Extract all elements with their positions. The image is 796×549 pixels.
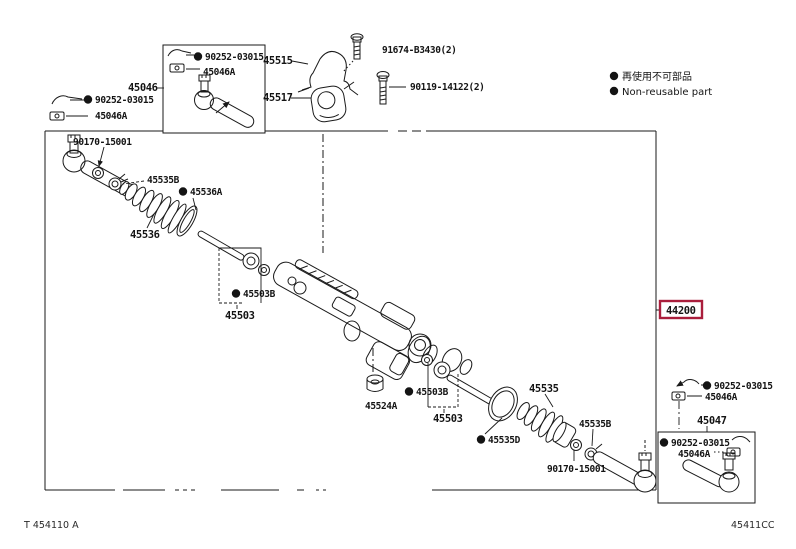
part-labels-layer: 90252-0301545046A4504690252-0301545046A4… — [73, 45, 774, 475]
non-reusable-bullet — [178, 187, 188, 196]
part-label-cotter-pin-box2: 90252-03015 — [671, 438, 730, 449]
legend: 再使用不可部品 Non-reusable part — [609, 70, 712, 98]
non-reusable-bullet — [702, 381, 712, 390]
legend-jp: 再使用不可部品 — [622, 70, 692, 83]
tie-rod-end-drawing — [682, 452, 740, 493]
part-label-bracket-grommet: 45517 — [263, 92, 293, 104]
part-label-clip-left: 45536A — [190, 187, 223, 198]
steering-boot-right-drawing — [516, 401, 577, 448]
part-label-boot-left: 45536 — [130, 229, 160, 241]
castle-nut-icon — [671, 391, 702, 401]
non-reusable-bullet — [476, 435, 486, 444]
part-label-clamp-right-inner: 45535D — [488, 435, 521, 446]
cotter-pin-icon — [676, 379, 706, 387]
part-label-bolt-with-washer: 91674-B3430(2) — [382, 45, 456, 56]
bolt-drawing-91674 — [342, 33, 364, 73]
footer-drawing-code-left: T 454110 A — [23, 520, 79, 531]
tie-rod-end-drawing — [592, 440, 657, 493]
non-reusable-bullet — [659, 438, 669, 447]
cotter-pin-icon — [731, 436, 751, 443]
non-reusable-bullet — [404, 387, 414, 396]
cotter-pin-icon — [167, 49, 194, 57]
part-label-bolt: 90119-14122(2) — [410, 82, 484, 93]
highlighted-part-number[interactable]: 44200 — [666, 305, 696, 317]
part-label-tie-rod-end-rh: 45047 — [697, 415, 727, 427]
part-label-castle-nut-top-left: 45046A — [95, 111, 128, 122]
mounting-bracket-drawing — [291, 51, 359, 96]
subassy-box-45047 — [657, 431, 756, 504]
nut-drawing-left — [92, 167, 104, 179]
part-label-rack-end-left: 45503 — [225, 310, 255, 322]
part-label-rack-end-right: 45503 — [433, 413, 463, 425]
part-label-cotter-pin-box1: 90252-03015 — [205, 52, 264, 63]
boot-clamp-right-inner-drawing — [488, 386, 518, 422]
part-label-housing-grommet: 45524A — [365, 401, 398, 412]
castle-nut-icon — [169, 63, 200, 73]
highlight-box — [658, 299, 704, 320]
non-reusable-bullet — [83, 95, 93, 104]
legend-en: Non-reusable part — [622, 87, 712, 98]
part-label-washer-left: 45503B — [243, 289, 276, 300]
footer-drawing-code-right: 45411CC — [731, 520, 775, 531]
part-label-cotter-pin-right: 90252-03015 — [714, 381, 773, 392]
castle-nut-icon — [49, 111, 88, 121]
non-reusable-bullet — [609, 71, 619, 81]
part-label-castle-nut-box1: 45046A — [203, 67, 236, 78]
part-label-nut-left: 90170-15001 — [73, 137, 132, 148]
castle-nut-icon — [714, 447, 741, 457]
part-label-castle-nut-right: 45046A — [705, 392, 738, 403]
part-label-tie-rod-end-lh: 45046 — [128, 82, 158, 94]
part-label-cotter-pin-top-left: 90252-03015 — [95, 95, 154, 106]
subassy-box-45046 — [162, 44, 266, 134]
part-label-castle-nut-box2: 45046A — [678, 449, 711, 460]
bolt-drawing-90119 — [376, 71, 406, 105]
part-label-clamp-right-outer: 45535B — [579, 419, 612, 430]
highlighted-part-callout[interactable]: 44200 — [656, 299, 704, 320]
non-reusable-bullet — [193, 52, 203, 61]
part-label-bracket-clamp: 45515 — [263, 55, 293, 67]
part-label-washer-right: 45503B — [416, 387, 449, 398]
part-label-boot-right: 45535 — [529, 383, 559, 395]
bracket-grommet-drawing — [310, 85, 347, 123]
part-label-clamp-left-outer: 45535B — [147, 175, 180, 186]
non-reusable-bullet — [609, 86, 619, 96]
housing-grommet-drawing — [366, 348, 384, 392]
rack-end-left-drawing — [197, 230, 270, 276]
cotter-pin-icon — [51, 95, 85, 105]
tie-rod-end-drawing — [194, 74, 255, 128]
nut-drawing-right — [570, 439, 582, 451]
steering-gear-housing-drawing — [273, 259, 473, 381]
non-reusable-bullet — [231, 289, 241, 298]
boot-clamp-left-drawing — [108, 173, 129, 191]
leader-lines — [97, 87, 708, 461]
part-label-nut-right: 90170-15001 — [547, 464, 606, 475]
